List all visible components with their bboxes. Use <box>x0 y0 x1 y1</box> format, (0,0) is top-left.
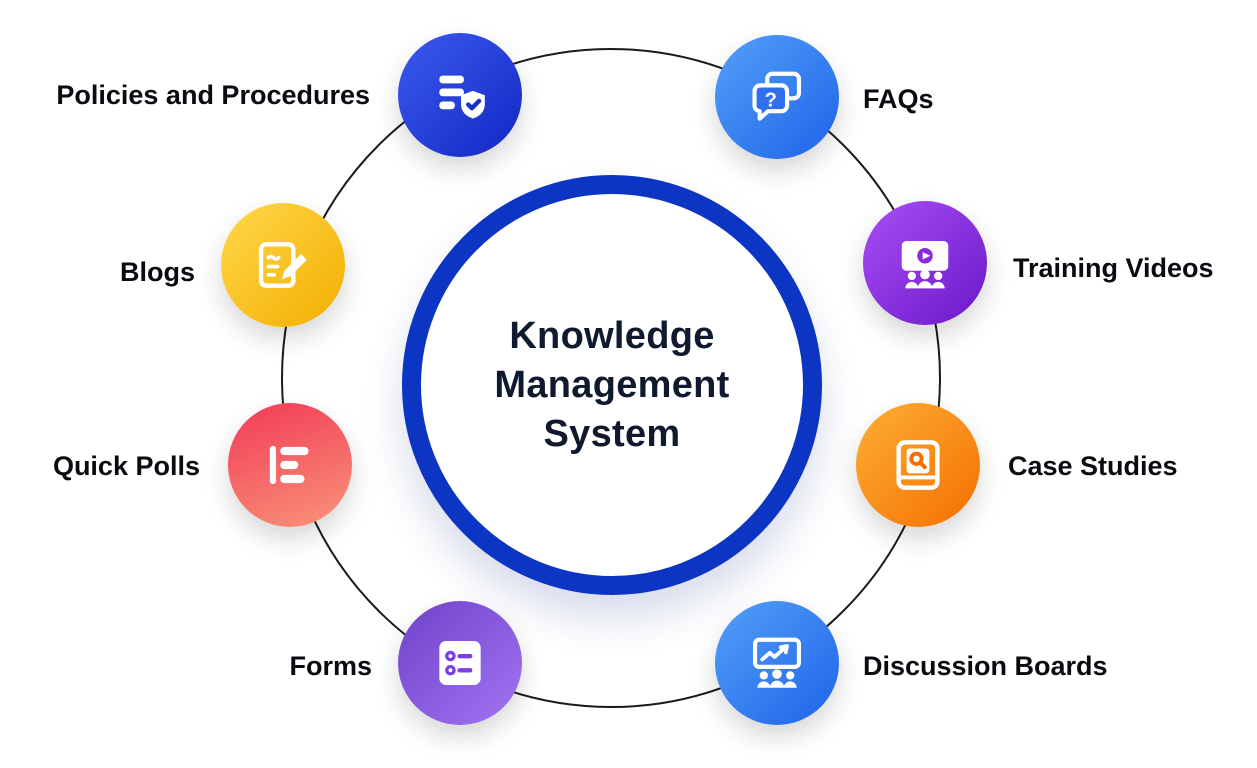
node-label-blogs: Blogs <box>119 257 195 287</box>
center-title-line: Knowledge <box>509 314 715 357</box>
faq-chat-question-icon: ? <box>752 71 802 121</box>
case-study-book-search-icon <box>896 440 940 490</box>
node-circle-policies <box>398 33 522 157</box>
node-label-training-videos: Training Videos <box>1013 253 1214 283</box>
node-circle-faqs: ? <box>715 35 839 159</box>
center-circle: Knowledge Management System <box>402 175 822 595</box>
connector-ring <box>281 48 941 708</box>
discussion-board-chart-icon <box>752 637 802 688</box>
svg-text:?: ? <box>765 89 777 111</box>
poll-bars-icon <box>269 445 309 485</box>
training-video-presentation-icon <box>901 241 949 289</box>
center-title-line: Management <box>494 363 730 406</box>
center-title-line: System <box>543 412 681 455</box>
node-circle-forms <box>398 601 522 725</box>
document-shield-check-icon <box>439 75 485 119</box>
center-title: Knowledge Management System <box>494 312 729 459</box>
node-circle-blogs <box>221 203 345 327</box>
form-checklist-icon <box>439 641 481 685</box>
node-circle-training-videos <box>863 201 987 325</box>
node-circle-discussion-boards <box>715 601 839 725</box>
node-circle-case-studies <box>856 403 980 527</box>
node-label-policies: Policies and Procedures <box>56 80 370 110</box>
node-label-forms: Forms <box>289 651 372 681</box>
node-label-quick-polls: Quick Polls <box>52 451 200 481</box>
blog-note-pencil-icon <box>258 242 307 288</box>
node-circle-quick-polls <box>228 403 352 527</box>
node-label-case-studies: Case Studies <box>1008 451 1178 481</box>
node-label-faqs: FAQs <box>863 84 934 114</box>
node-label-discussion-boards: Discussion Boards <box>863 651 1108 681</box>
